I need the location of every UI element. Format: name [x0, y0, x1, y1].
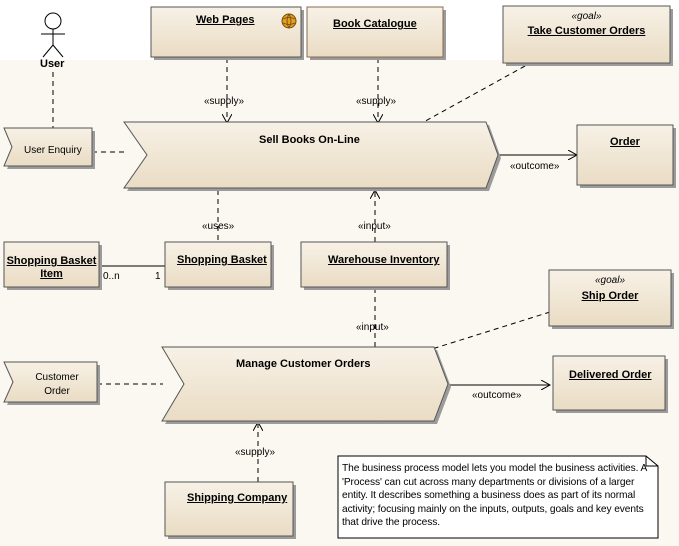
uses-label: «uses»	[202, 221, 235, 232]
warehouse-inventory-label: Warehouse Inventory	[328, 254, 440, 266]
supply-shipping-label: «supply»	[235, 447, 276, 458]
shopping-basket-item-label-2: Item	[40, 268, 63, 280]
supply-web-label: «supply»	[204, 96, 245, 107]
web-globe-icon	[281, 13, 297, 29]
goal-ship-order-box	[548, 269, 672, 327]
goal-take-orders-label: Take Customer Orders	[527, 25, 646, 37]
user-enquiry-event	[3, 127, 93, 167]
multiplicity-many: 0..n	[103, 271, 120, 282]
book-catalogue-label: Book Catalogue	[333, 18, 417, 30]
shopping-basket-item-box	[3, 241, 100, 288]
delivered-order-box	[552, 355, 666, 411]
multiplicity-one: 1	[155, 271, 161, 282]
shopping-basket-label: Shopping Basket	[177, 254, 267, 266]
order-label: Order	[610, 136, 640, 148]
outcome-delivered-label: «outcome»	[472, 390, 522, 401]
goal-take-orders-link	[419, 65, 526, 125]
user-actor-icon	[41, 12, 65, 58]
web-pages-box	[150, 6, 302, 58]
note-box	[337, 455, 659, 539]
manage-orders-process	[161, 346, 449, 422]
note-text: The business process model lets you mode…	[342, 463, 647, 528]
supply-catalogue-label: «supply»	[356, 96, 397, 107]
warehouse-inventory-box	[300, 241, 448, 288]
outcome-order-label: «outcome»	[510, 161, 560, 172]
user-enquiry-label: User Enquiry	[24, 145, 82, 156]
shipping-company-label: Shipping Company	[187, 492, 288, 504]
sell-books-label: Sell Books On-Line	[259, 134, 360, 146]
input-manage-label: «input»	[356, 322, 389, 333]
delivered-order-label: Delivered Order	[569, 369, 652, 381]
actor-label: User	[40, 58, 65, 70]
shipping-company-box	[164, 481, 294, 537]
goal-take-orders-stereotype: «goal»	[571, 11, 602, 22]
manage-orders-label: Manage Customer Orders	[236, 358, 371, 370]
customer-order-label-2: Order	[44, 386, 70, 397]
goal-ship-order-stereotype: «goal»	[594, 275, 626, 286]
book-catalogue-box	[306, 6, 444, 58]
order-box	[576, 124, 674, 186]
shopping-basket-item-label-1: Shopping Basket	[6, 255, 97, 267]
goal-ship-order-label: Ship Order	[581, 290, 639, 302]
shopping-basket-box	[164, 241, 272, 288]
sell-books-process	[123, 121, 499, 189]
goal-ship-order-link	[431, 311, 551, 350]
goal-take-orders-box	[502, 5, 671, 64]
customer-order-event	[3, 361, 98, 403]
web-pages-label: Web Pages	[196, 14, 255, 26]
customer-order-label-1: Customer	[35, 372, 79, 383]
input-warehouse-label: «input»	[358, 221, 391, 232]
